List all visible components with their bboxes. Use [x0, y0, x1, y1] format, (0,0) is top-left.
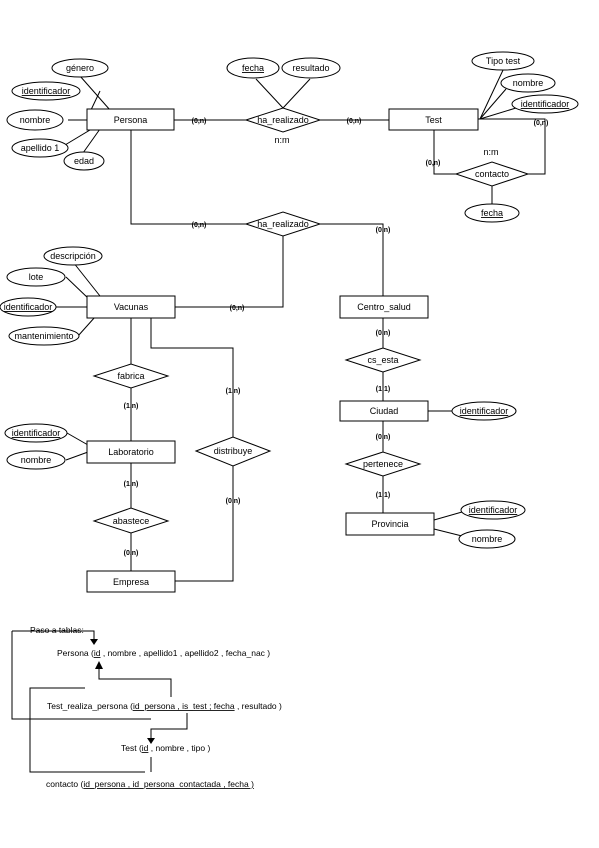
svg-text:Tipo test: Tipo test — [486, 56, 521, 66]
attribute-nombre-provincia: nombre — [458, 529, 516, 549]
svg-text:abastece: abastece — [113, 516, 150, 526]
cardinality-label: (0,n) — [347, 118, 362, 125]
svg-text:Provincia: Provincia — [371, 519, 408, 529]
tables-heading: Paso a tablas: — [30, 625, 84, 635]
attribute-identificador-laboratorio: identificador — [4, 423, 68, 443]
entity-laboratorio: Laboratorio — [86, 440, 176, 464]
cardinality-label: (0,n) — [192, 118, 207, 125]
relationship-fabrica: fabrica — [92, 363, 170, 389]
svg-text:nombre: nombre — [21, 455, 52, 465]
svg-text:identificador: identificador — [521, 99, 570, 109]
entity-empresa: Empresa — [86, 570, 176, 593]
relationship-distribuye: distribuye — [194, 436, 272, 467]
svg-text:nombre: nombre — [472, 534, 503, 544]
svg-text:descripción: descripción — [50, 251, 96, 261]
cardinality-label: (1,n) — [124, 481, 139, 488]
svg-text:ha_realizado: ha_realizado — [257, 219, 309, 229]
svg-text:cs_esta: cs_esta — [367, 355, 398, 365]
cardinality-label: (0,n) — [376, 434, 391, 441]
svg-text:Empresa: Empresa — [113, 577, 149, 587]
relationship-abastece: abastece — [92, 507, 170, 534]
svg-text:género: género — [66, 63, 94, 73]
entity-vacunas: Vacunas — [86, 295, 176, 319]
table-persona: Persona (id , nombre , apellido1 , apell… — [57, 648, 270, 658]
svg-text:identificador: identificador — [4, 302, 53, 312]
cardinality-label: (1,n) — [124, 403, 139, 410]
attribute-edad: edad — [63, 151, 105, 171]
svg-text:lote: lote — [29, 272, 44, 282]
attribute-genero: género — [51, 58, 109, 78]
svg-text:nombre: nombre — [513, 78, 544, 88]
svg-text:identificador: identificador — [469, 505, 518, 515]
connector-lines — [56, 67, 546, 582]
attribute-identificador-ciudad: identificador — [451, 401, 517, 421]
attribute-identificador-vacunas: identificador — [0, 297, 57, 317]
svg-text:fecha: fecha — [242, 63, 264, 73]
svg-text:Centro_salud: Centro_salud — [357, 302, 411, 312]
attribute-nombre-persona: nombre — [6, 109, 64, 131]
svg-text:Test: Test — [425, 115, 442, 125]
svg-text:ha_realizado: ha_realizado — [257, 115, 309, 125]
entity-ciudad: Ciudad — [339, 400, 429, 422]
entity-provincia: Provincia — [345, 512, 435, 536]
attribute-nombre-test: nombre — [500, 73, 556, 93]
table-contacto: contacto (id_persona , id_persona_contac… — [46, 779, 254, 789]
relationship-cs-esta: cs_esta — [344, 347, 422, 373]
attribute-apellido1: apellido 1 — [11, 138, 69, 158]
cardinality-label: (0,n) — [376, 227, 391, 234]
cardinality-labels: (0,n) (0,n) (0,n) (0,n) (0,n) (0,n) (0,n… — [124, 118, 549, 557]
attribute-resultado: resultado — [281, 57, 341, 79]
relationship-contacto: contacto — [454, 161, 530, 187]
relationship-ha-realizado-2: ha_realizado — [244, 211, 322, 237]
svg-text:nombre: nombre — [20, 115, 51, 125]
table-test-realiza-persona: Test_realiza_persona (id_persona , is_te… — [47, 701, 282, 711]
svg-text:identificador: identificador — [22, 86, 71, 96]
attribute-nombre-laboratorio: nombre — [6, 450, 66, 470]
svg-text:resultado: resultado — [292, 63, 329, 73]
svg-text:Laboratorio: Laboratorio — [108, 447, 154, 457]
relationship-pertenece: pertenece — [344, 451, 422, 477]
entity-centro-salud: Centro_salud — [339, 295, 429, 319]
attribute-tipo-test: Tipo test — [471, 51, 535, 71]
svg-text:identificador: identificador — [12, 428, 61, 438]
attribute-fecha-contacto: fecha — [464, 203, 520, 223]
cardinality-label: (0,n) — [192, 222, 207, 229]
svg-text:fecha: fecha — [481, 208, 503, 218]
attribute-lote: lote — [6, 267, 66, 287]
cardinality-label: (1,n) — [226, 388, 241, 395]
cardinality-label: (0,n) — [426, 160, 441, 167]
cardinality-label: (0,n) — [534, 120, 549, 127]
svg-text:mantenimiento: mantenimiento — [14, 331, 73, 341]
svg-text:fabrica: fabrica — [117, 371, 144, 381]
attribute-identificador-persona: identificador — [11, 81, 81, 101]
cardinality-label: (1,1) — [376, 386, 390, 393]
svg-text:identificador: identificador — [460, 406, 509, 416]
svg-text:apellido 1: apellido 1 — [21, 143, 60, 153]
cardinality-label: (0,n) — [230, 305, 245, 312]
relationship-type-label: n:m — [483, 147, 498, 157]
cardinality-label: (0,n) — [226, 498, 241, 505]
attribute-identificador-provincia: identificador — [460, 500, 526, 520]
svg-text:Persona: Persona — [114, 115, 148, 125]
cardinality-label: (1,1) — [376, 492, 390, 499]
cardinality-label: (0,n) — [124, 550, 139, 557]
svg-text:edad: edad — [74, 156, 94, 166]
svg-text:pertenece: pertenece — [363, 459, 403, 469]
table-arrows — [11, 630, 188, 773]
svg-text:Vacunas: Vacunas — [114, 302, 149, 312]
relationship-ha-realizado-1: ha_realizado — [244, 107, 322, 133]
cardinality-label: (0,n) — [376, 330, 391, 337]
svg-text:Ciudad: Ciudad — [370, 406, 399, 416]
svg-text:distribuye: distribuye — [214, 446, 253, 456]
attribute-identificador-test: identificador — [511, 94, 579, 114]
attribute-mantenimiento: mantenimiento — [8, 326, 80, 346]
attribute-descripcion: descripción — [43, 246, 103, 266]
entity-test: Test — [388, 108, 479, 131]
relationship-type-label: n:m — [274, 135, 289, 145]
table-test: Test (id , nombre , tipo ) — [121, 743, 210, 753]
entity-persona: Persona — [86, 108, 175, 131]
svg-text:contacto: contacto — [475, 169, 509, 179]
attribute-fecha-ha-realizado: fecha — [226, 57, 280, 79]
